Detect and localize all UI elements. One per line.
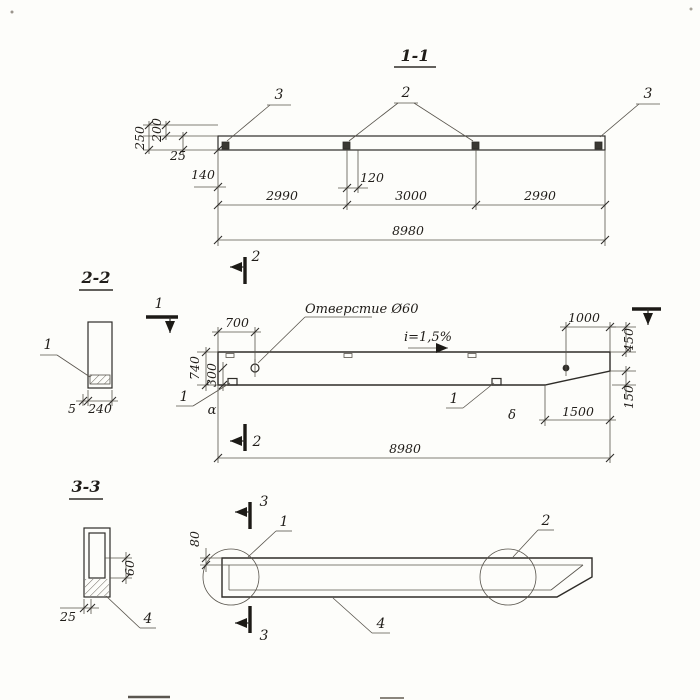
dim-5: 5 bbox=[68, 401, 76, 416]
marker-3-top: 3 bbox=[260, 494, 269, 510]
hole-note: Отверстие Ø60 bbox=[305, 302, 419, 317]
section-3-3-outline bbox=[83, 527, 111, 598]
dim-80: 80 bbox=[187, 531, 202, 547]
view3-callouts: 1 2 4 bbox=[247, 513, 554, 634]
dim-740: 740 bbox=[187, 356, 202, 380]
bottom-embed-plates bbox=[227, 377, 502, 386]
detail-circle-right bbox=[479, 548, 537, 606]
dim-25-section33: 25 bbox=[59, 609, 76, 624]
plane-1-label-left: 1 bbox=[155, 296, 164, 312]
callout-1-left: 1 bbox=[180, 389, 189, 405]
dim-span-a: 2990 bbox=[265, 188, 298, 203]
view-1-1-title: 1-1 bbox=[401, 46, 430, 65]
marker-3-bottom: 3 bbox=[260, 628, 269, 644]
view-plan: 3 3 80 1 2 4 bbox=[187, 494, 593, 644]
section-1-plane-markers: 1 bbox=[146, 296, 661, 333]
embed-plates bbox=[221, 141, 603, 150]
dim-700: 700 bbox=[225, 315, 249, 330]
view1-left-dimensions: 250 200 25 140 bbox=[132, 118, 226, 192]
dim-120: 120 bbox=[360, 170, 384, 185]
dim-1000: 1000 bbox=[568, 310, 600, 325]
section-3-3-title: 3-3 bbox=[72, 477, 101, 496]
view1-span-dimensions: 2990 3000 2990 120 bbox=[213, 150, 610, 210]
marker-2-top: 2 bbox=[251, 249, 261, 265]
callout-1-plan: 1 bbox=[280, 514, 289, 530]
beam-plan-outline bbox=[221, 557, 593, 598]
section-3-3-dimensions: 60 25 bbox=[59, 552, 137, 624]
section-3-3: 3-3 60 25 4 bbox=[59, 477, 156, 629]
view2-bottom-dimensions: α δ 1500 8980 bbox=[208, 371, 616, 463]
marker-2-bottom: 2 bbox=[252, 434, 262, 450]
dim-total-view1: 8980 bbox=[392, 223, 424, 238]
view2-right-dimensions: 450 150 bbox=[610, 322, 636, 409]
section-3-cut-markers: 3 3 bbox=[235, 494, 269, 644]
callout-4-section33: 4 bbox=[143, 611, 153, 627]
slope-label: i=1,5% bbox=[404, 330, 452, 345]
view-1-1: 1-1 3 2 3 bbox=[132, 46, 660, 246]
callout-3-right: 3 bbox=[644, 86, 653, 102]
view1-total-dimension: 8980 bbox=[213, 210, 610, 246]
holes bbox=[250, 359, 570, 377]
scan-artifacts bbox=[10, 7, 693, 699]
top-embed-marks bbox=[225, 353, 477, 358]
section-2-cut-markers: 2 2 bbox=[230, 249, 262, 451]
dim-span-c: 2990 bbox=[523, 188, 556, 203]
dim-450: 450 bbox=[621, 328, 636, 353]
dim-250: 250 bbox=[132, 126, 147, 151]
callout-2-plan: 2 bbox=[541, 513, 551, 529]
dim-total-view2: 8980 bbox=[389, 441, 421, 456]
section-2-2-dimensions: 5 240 bbox=[68, 390, 118, 416]
beam-plan-inner-lines bbox=[228, 564, 584, 591]
section-2-2-outline bbox=[87, 321, 113, 389]
dim-200: 200 bbox=[149, 118, 164, 143]
section-2-2: 2-2 1 5 240 bbox=[40, 268, 118, 416]
view-longitudinal: 2 2 1 bbox=[146, 249, 661, 463]
dim-300: 300 bbox=[204, 363, 219, 387]
callout-1-section22: 1 bbox=[44, 337, 53, 353]
view2-top-dimensions: 700 Отверстие Ø60 i=1,5% 1000 bbox=[212, 302, 616, 364]
callout-4-plan: 4 bbox=[376, 616, 386, 632]
dim-1500: 1500 bbox=[562, 404, 594, 419]
beam-longitudinal-outline bbox=[217, 351, 611, 386]
callout-2-mid: 2 bbox=[401, 85, 411, 101]
beam-elevation-outline bbox=[217, 135, 606, 151]
view2-callouts: 1 1 bbox=[176, 382, 495, 409]
view1-callouts: 3 2 3 bbox=[226, 85, 660, 142]
section-3-3-cavity bbox=[88, 532, 106, 579]
dim-60: 60 bbox=[122, 560, 137, 576]
callout-1-mid: 1 bbox=[450, 391, 459, 407]
dim-span-b: 3000 bbox=[395, 188, 427, 203]
view2-left-dimensions: 740 300 bbox=[187, 347, 228, 391]
dim-25: 25 bbox=[169, 148, 186, 163]
dim-240: 240 bbox=[87, 401, 112, 416]
callout-3-left: 3 bbox=[275, 87, 284, 103]
view3-dimensions: 80 bbox=[187, 531, 229, 572]
detail-circle-left bbox=[202, 548, 260, 606]
letter-delta: δ bbox=[508, 408, 516, 423]
section-3-3-solid bbox=[85, 579, 109, 596]
dim-150: 150 bbox=[621, 385, 636, 409]
section-2-2-plate bbox=[89, 374, 111, 385]
dim-140: 140 bbox=[191, 167, 215, 182]
section-2-2-title: 2-2 bbox=[81, 268, 111, 287]
letter-alpha: α bbox=[208, 403, 217, 418]
